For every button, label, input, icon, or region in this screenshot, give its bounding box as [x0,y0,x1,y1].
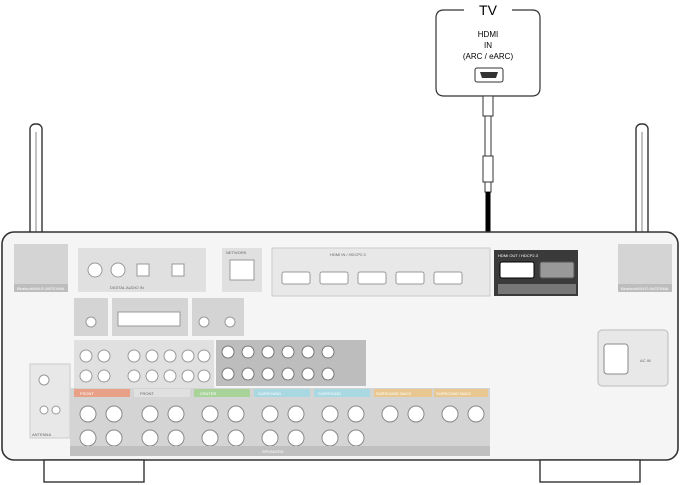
hdmi-out-label: HDMI OUT / HDCP2.3 [498,253,539,258]
antenna-base-left: Bluetooth/Wi-Fi ANTENNA [14,244,68,292]
io-modules [74,298,244,336]
speaker-group-front-b: FRONT [140,391,154,396]
receiver-feet [43,459,641,483]
speaker-group-surround-back: SURROUND BACK [376,391,411,396]
tv-port-label-1: HDMI [478,30,498,39]
digital-audio-label: DIGITAL AUDIO IN [110,285,144,290]
tv-hdmi-port [474,67,504,83]
digital-audio-block: DIGITAL AUDIO IN [78,248,206,292]
speakers-label: SPEAKERS [262,449,284,454]
left-antenna [29,123,43,239]
tv-port-label-2: IN [484,41,492,50]
antenna-block-label: ANTENNA [32,432,51,437]
network-block: NETWORK [222,248,262,292]
tv-device: TV HDMI IN (ARC / eARC) [435,2,541,97]
hdmi-in-label: HDMI IN / HDCP2.3 [330,252,366,257]
speaker-group-surround: SURROUND [258,391,281,396]
antenna-left-label: Bluetooth/Wi-Fi ANTENNA [17,286,65,291]
analog-audio-block [74,340,214,388]
right-antenna [635,123,649,239]
preout-block [216,340,366,386]
antenna-right-label: Bluetooth/Wi-Fi ANTENNA [621,286,669,291]
network-label: NETWORK [226,250,247,255]
tv-title: TV [479,2,498,18]
speaker-group-surround-b: SURROUND [318,391,341,396]
speaker-group-front: FRONT [80,391,94,396]
antenna-base-right: Bluetooth/Wi-Fi ANTENNA [618,244,672,292]
speaker-group-center: CENTER [200,391,217,396]
fm-am-antenna-block: ANTENNA [29,363,71,439]
ac-in-label: AC IN [640,358,651,363]
speaker-group-surround-back-b: SURROUND BACK [436,391,471,396]
ac-in-socket: AC IN [597,329,669,387]
speaker-terminals: FRONT FRONT CENTER SURROUND SURROUND SUR… [70,388,490,456]
tv-port-label-3: (ARC / eARC) [463,52,514,61]
hdmi-out-block: HDMI OUT / HDCP2.3 [494,250,578,296]
hdmi-in-block: HDMI IN / HDCP2.3 [271,247,491,297]
